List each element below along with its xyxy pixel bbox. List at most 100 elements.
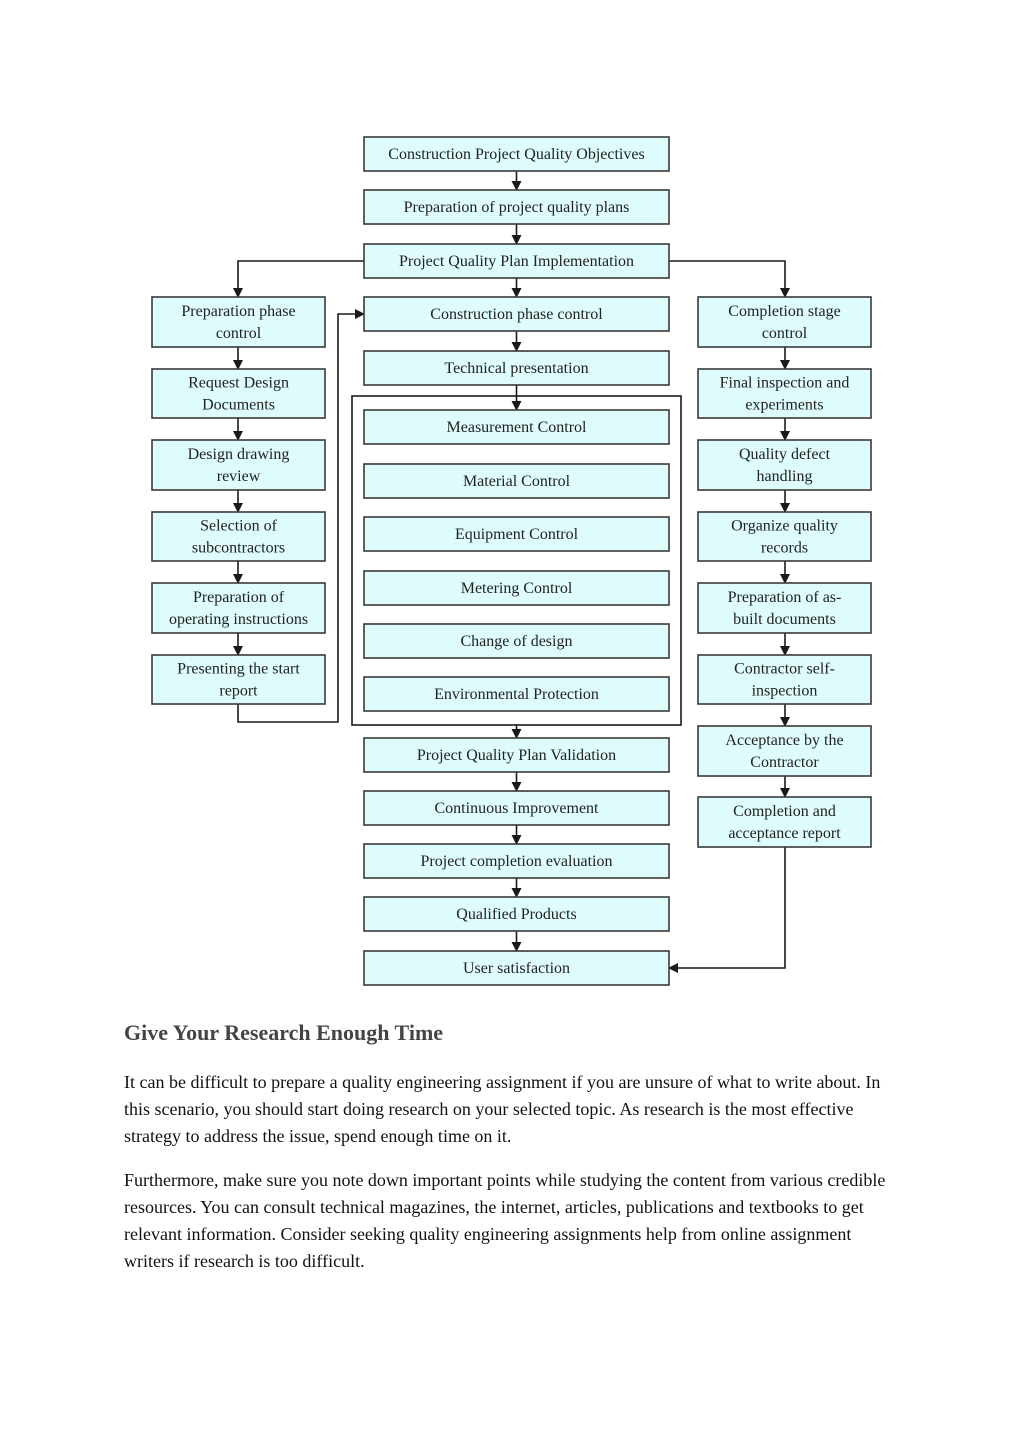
quality-control-flowchart: Construction Project Quality ObjectivesP… bbox=[151, 136, 872, 986]
flow-node-c8: Equipment Control bbox=[363, 516, 670, 552]
flow-box-label: Equipment Control bbox=[455, 526, 579, 543]
flow-box-label: Preparation of project quality plans bbox=[404, 199, 630, 216]
flow-box-label: review bbox=[217, 468, 261, 485]
flow-box-label: Completion stage bbox=[728, 303, 840, 320]
flow-node-l6: Presenting the start report bbox=[151, 654, 326, 705]
flow-box-label: Contractor bbox=[750, 754, 819, 771]
flow-box-label: Design drawing bbox=[188, 446, 290, 463]
flow-box bbox=[363, 136, 670, 172]
flow-box-label: Environmental Protection bbox=[434, 686, 599, 703]
flow-box-label: report bbox=[219, 683, 258, 700]
feedback-arrow bbox=[237, 309, 365, 723]
flow-box-label: Project Quality Plan Validation bbox=[417, 747, 616, 764]
flow-box bbox=[697, 725, 872, 777]
flow-arrow bbox=[233, 260, 364, 298]
flow-box-label: Change of design bbox=[461, 633, 573, 650]
flow-box-label: handling bbox=[757, 468, 813, 485]
flow-node-c5: Technical presentation bbox=[363, 350, 670, 386]
flow-arrow bbox=[668, 847, 786, 973]
flow-box bbox=[697, 511, 872, 562]
flow-box-label: Technical presentation bbox=[444, 360, 588, 377]
flow-box bbox=[363, 296, 670, 332]
flow-box-label: inspection bbox=[752, 683, 818, 700]
flow-box-label: Presenting the start bbox=[177, 661, 300, 678]
flow-box-label: built documents bbox=[733, 611, 836, 628]
flow-node-c6: Measurement Control bbox=[363, 409, 670, 445]
flow-box-label: operating instructions bbox=[169, 611, 308, 628]
flow-node-c13: Continuous Improvement bbox=[363, 790, 670, 826]
flow-node-c2: Preparation of project quality plans bbox=[363, 189, 670, 225]
flow-box-label: control bbox=[216, 325, 262, 342]
flow-box bbox=[151, 654, 326, 705]
flow-box-label: Metering Control bbox=[461, 580, 573, 597]
flow-box-label: Measurement Control bbox=[447, 419, 588, 436]
flow-box bbox=[363, 676, 670, 712]
flow-box bbox=[697, 296, 872, 348]
flow-box bbox=[697, 439, 872, 491]
flow-box bbox=[151, 582, 326, 634]
flow-node-r8: Completion and acceptance report bbox=[697, 796, 872, 848]
flow-box bbox=[151, 439, 326, 491]
flow-node-c7: Material Control bbox=[363, 463, 670, 499]
flow-box-label: Preparation phase bbox=[181, 303, 295, 320]
flow-box bbox=[151, 368, 326, 419]
flow-box bbox=[363, 843, 670, 879]
flow-box-label: Request Design bbox=[188, 375, 289, 392]
flow-box-label: Completion and bbox=[733, 803, 836, 820]
flow-box-label: Project Quality Plan Implementation bbox=[399, 253, 634, 270]
flow-box bbox=[697, 582, 872, 634]
flow-box bbox=[363, 623, 670, 659]
flow-node-c16: User satisfaction bbox=[363, 950, 670, 986]
flow-box-label: Contractor self- bbox=[734, 661, 835, 678]
flow-node-c10: Change of design bbox=[363, 623, 670, 659]
flow-box-label: Construction phase control bbox=[430, 306, 603, 323]
flow-node-l4: Selection of subcontractors bbox=[151, 511, 326, 562]
flow-box bbox=[363, 790, 670, 826]
flow-box bbox=[363, 737, 670, 773]
flow-box bbox=[363, 463, 670, 499]
flow-arrow bbox=[669, 260, 790, 298]
flow-box-label: Documents bbox=[202, 397, 275, 414]
flow-node-c4: Construction phase control bbox=[363, 296, 670, 332]
flow-node-c11: Environmental Protection bbox=[363, 676, 670, 712]
article-paragraph-2: Furthermore, make sure you note down imp… bbox=[124, 1170, 886, 1271]
flow-node-r3: Quality defect handling bbox=[697, 439, 872, 491]
flow-box bbox=[363, 350, 670, 386]
flow-box-label: Quality defect bbox=[739, 446, 831, 463]
article: Give Your Research Enough Time It can be… bbox=[124, 1017, 904, 1292]
flow-box bbox=[697, 368, 872, 419]
flow-box-label: subcontractors bbox=[192, 540, 285, 557]
flow-box-label: User satisfaction bbox=[463, 960, 570, 977]
flow-box bbox=[363, 243, 670, 279]
flow-node-c3: Project Quality Plan Implementation bbox=[363, 243, 670, 279]
flow-box-label: Continuous Improvement bbox=[435, 800, 600, 817]
flow-box-label: Qualified Products bbox=[456, 906, 576, 923]
flow-box bbox=[363, 189, 670, 225]
flow-box bbox=[697, 654, 872, 705]
flow-box-label: Preparation of as- bbox=[728, 589, 842, 606]
flow-box-label: Acceptance by the bbox=[725, 732, 843, 749]
flow-node-l1: Preparation phase control bbox=[151, 296, 326, 348]
flow-box-label: Construction Project Quality Objectives bbox=[388, 146, 644, 163]
flow-box bbox=[363, 570, 670, 606]
flow-box-label: Selection of bbox=[200, 518, 278, 535]
flow-box-label: experiments bbox=[745, 397, 823, 414]
flow-box-label: records bbox=[761, 540, 808, 557]
flow-box bbox=[363, 516, 670, 552]
flow-box bbox=[151, 511, 326, 562]
flow-box-label: acceptance report bbox=[728, 825, 841, 842]
flow-box bbox=[363, 409, 670, 445]
flow-node-r1: Completion stage control bbox=[697, 296, 872, 348]
flow-box bbox=[151, 296, 326, 348]
article-paragraph-1: It can be difficult to prepare a quality… bbox=[124, 1072, 881, 1146]
control-group-frame bbox=[351, 395, 682, 726]
flow-node-c9: Metering Control bbox=[363, 570, 670, 606]
flow-box bbox=[363, 896, 670, 932]
flow-node-c12: Project Quality Plan Validation bbox=[363, 737, 670, 773]
flow-box-label: Organize quality bbox=[731, 518, 838, 535]
flow-box-label: control bbox=[762, 325, 808, 342]
